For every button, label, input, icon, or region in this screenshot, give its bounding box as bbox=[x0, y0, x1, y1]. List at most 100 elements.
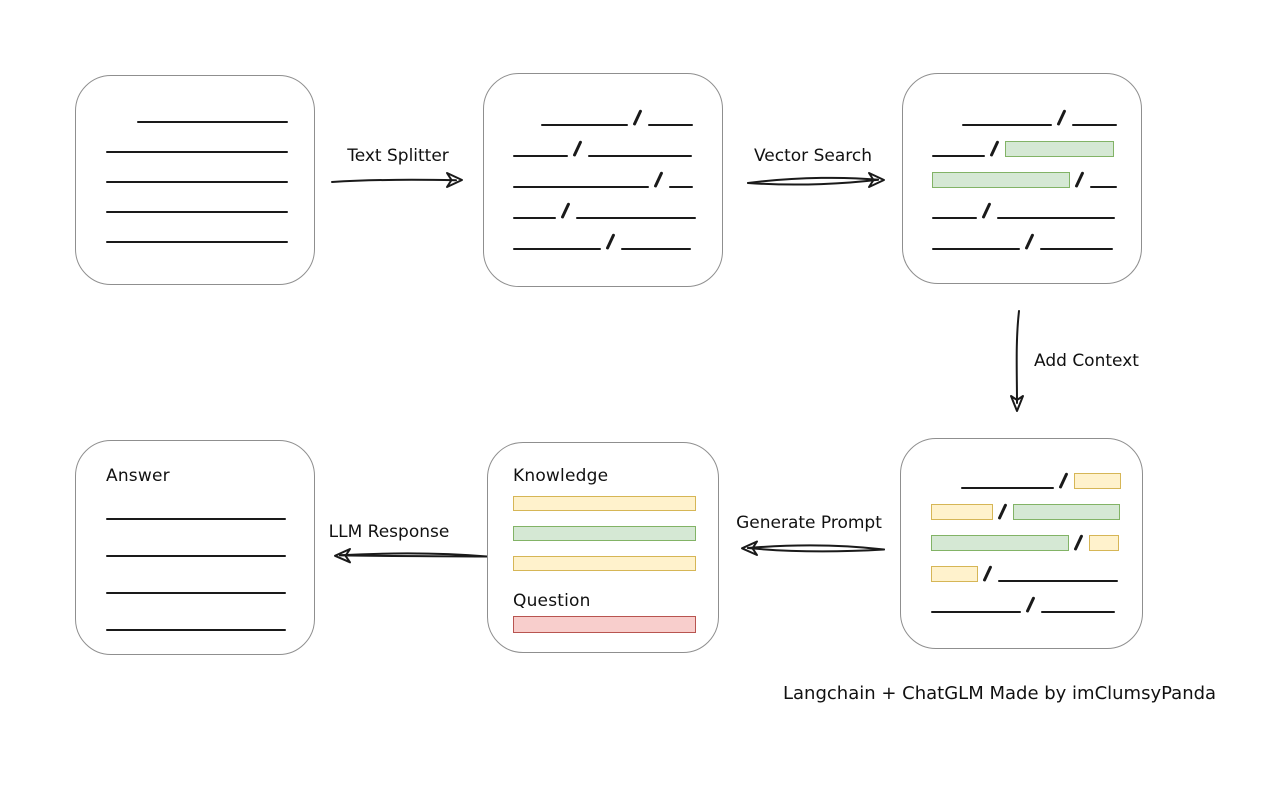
slash-divider bbox=[1074, 171, 1084, 188]
add-context-arrow bbox=[1010, 310, 1024, 412]
chunk-row bbox=[513, 556, 696, 571]
slash-divider bbox=[1056, 109, 1066, 126]
text-line bbox=[106, 592, 286, 594]
text-line bbox=[932, 217, 977, 219]
generate-prompt-label: Generate Prompt bbox=[736, 513, 882, 533]
yellow-chunk bbox=[513, 496, 696, 511]
slash-divider bbox=[981, 202, 991, 219]
answer-lines bbox=[76, 502, 314, 631]
search-result-lines bbox=[903, 74, 1141, 250]
caption: Langchain + ChatGLM Made by imClumsyPand… bbox=[783, 683, 1217, 704]
prompt-box: Knowledge Question bbox=[487, 442, 719, 653]
text-line bbox=[996, 217, 1115, 219]
add-context-label: Add Context bbox=[1034, 351, 1139, 371]
answer-box: Answer bbox=[75, 440, 315, 655]
text-line bbox=[932, 155, 985, 157]
text-line bbox=[513, 248, 601, 250]
chunk-row bbox=[931, 471, 1121, 489]
text-line bbox=[962, 124, 1052, 126]
split-chunks-box bbox=[483, 73, 723, 287]
slash-divider bbox=[1058, 472, 1068, 489]
generate-prompt-arrow bbox=[741, 540, 885, 556]
document-box bbox=[75, 75, 315, 285]
vector-search-results-box bbox=[902, 73, 1142, 284]
document-lines bbox=[76, 76, 314, 243]
slash-divider bbox=[1073, 534, 1083, 551]
chunk-row bbox=[106, 613, 286, 631]
vector-search-label: Vector Search bbox=[754, 146, 872, 166]
slash-divider bbox=[982, 565, 992, 582]
text-line bbox=[513, 155, 568, 157]
text-line bbox=[961, 487, 1054, 489]
chunk-row bbox=[932, 201, 1115, 219]
chunk-row bbox=[106, 225, 288, 243]
text-line bbox=[106, 555, 286, 557]
text-line bbox=[513, 217, 556, 219]
slash-divider bbox=[605, 233, 615, 250]
chunk-row bbox=[513, 139, 694, 157]
green-chunk bbox=[513, 526, 696, 541]
knowledge-bars bbox=[513, 496, 696, 571]
slash-divider bbox=[653, 171, 663, 188]
chunk-row bbox=[513, 201, 696, 219]
chunk-row bbox=[106, 502, 286, 520]
text-line bbox=[106, 629, 286, 631]
slash-divider bbox=[572, 140, 582, 157]
chunk-row bbox=[513, 108, 694, 126]
yellow-chunk bbox=[931, 566, 978, 582]
text-line bbox=[106, 518, 286, 520]
chunk-row bbox=[932, 232, 1113, 250]
llm-response-label: LLM Response bbox=[328, 522, 450, 542]
text-line bbox=[1039, 248, 1113, 250]
text-line bbox=[106, 181, 288, 183]
text-line bbox=[587, 155, 692, 157]
text-line bbox=[931, 611, 1021, 613]
chunk-row bbox=[106, 135, 288, 153]
context-lines bbox=[901, 439, 1142, 613]
text-line bbox=[106, 151, 288, 153]
chunk-row bbox=[931, 564, 1118, 582]
text-line bbox=[137, 121, 288, 123]
text-line bbox=[1089, 186, 1117, 188]
chunk-row bbox=[931, 533, 1119, 551]
text-line bbox=[541, 124, 628, 126]
chunk-lines bbox=[484, 74, 722, 250]
question-bar bbox=[513, 616, 696, 633]
text-line bbox=[932, 248, 1020, 250]
red-chunk bbox=[513, 616, 696, 633]
text-line bbox=[1071, 124, 1117, 126]
slash-divider bbox=[632, 109, 642, 126]
text-line bbox=[1040, 611, 1115, 613]
slash-divider bbox=[989, 140, 999, 157]
chunk-row bbox=[932, 108, 1117, 126]
chunk-row bbox=[106, 195, 288, 213]
answer-label: Answer bbox=[106, 466, 170, 486]
text-line bbox=[513, 186, 649, 188]
context-box bbox=[900, 438, 1143, 649]
text-line bbox=[575, 217, 696, 219]
chunk-row bbox=[106, 165, 288, 183]
llm-response-arrow bbox=[334, 548, 488, 564]
text-line bbox=[668, 186, 693, 188]
chunk-row bbox=[106, 539, 286, 557]
slash-divider bbox=[1024, 233, 1034, 250]
knowledge-label: Knowledge bbox=[513, 466, 609, 486]
slash-divider bbox=[1025, 596, 1035, 613]
slash-divider bbox=[560, 202, 570, 219]
chunk-row bbox=[513, 232, 694, 250]
chunk-row bbox=[106, 105, 288, 123]
green-chunk bbox=[1004, 141, 1114, 157]
yellow-chunk bbox=[1088, 535, 1119, 551]
chunk-row bbox=[513, 496, 696, 511]
green-chunk bbox=[1012, 504, 1120, 520]
green-chunk bbox=[931, 535, 1069, 551]
chunk-row bbox=[932, 170, 1117, 188]
chunk-row bbox=[513, 526, 696, 541]
slash-divider bbox=[997, 503, 1007, 520]
question-label: Question bbox=[513, 591, 591, 611]
text-line bbox=[106, 211, 288, 213]
chunk-row bbox=[931, 502, 1120, 520]
text-line bbox=[997, 580, 1118, 582]
chunk-row bbox=[932, 139, 1114, 157]
